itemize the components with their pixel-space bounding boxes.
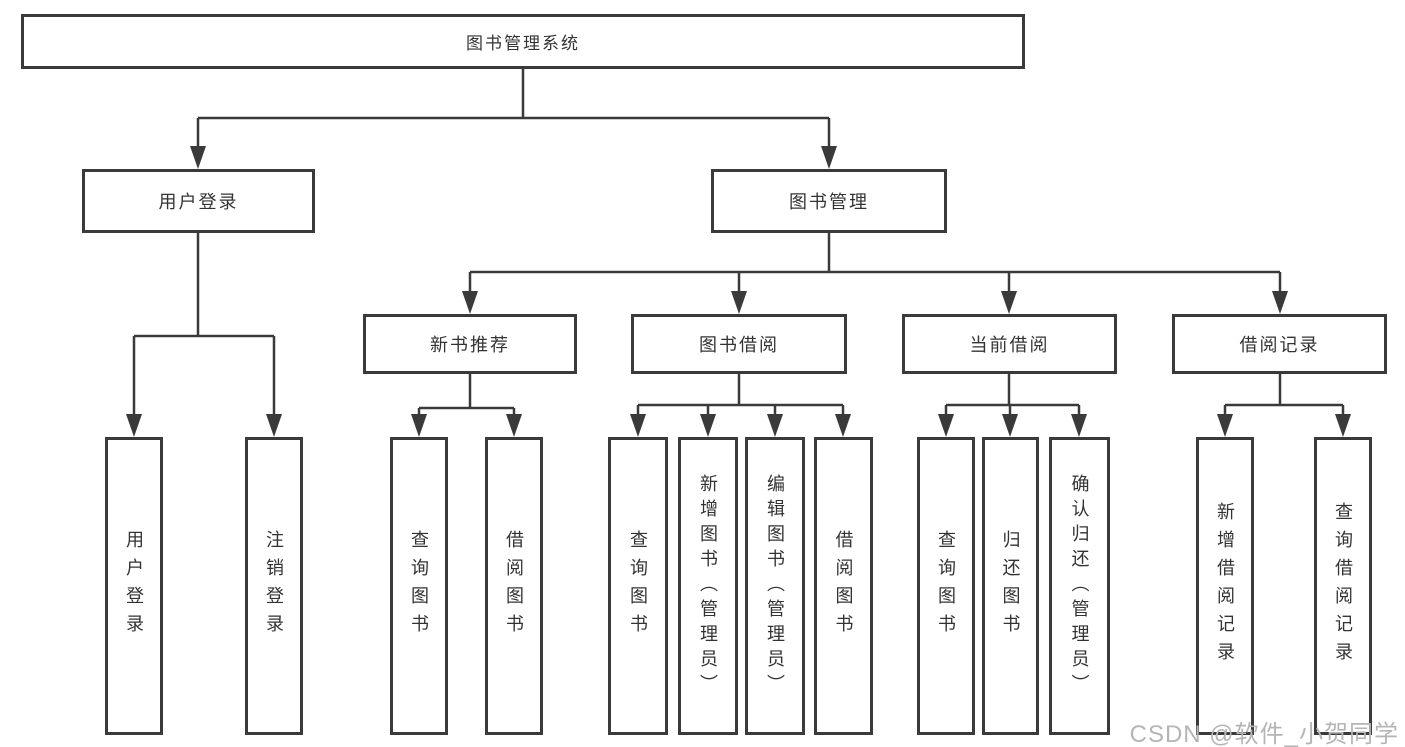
leaf-query-borrow-record: 查询借阅记录	[1314, 437, 1372, 735]
leaf-recommend-borrow-books-label: 借阅图书	[504, 530, 524, 642]
leaf-add-borrow-record-label: 新增借阅记录	[1215, 502, 1235, 670]
leaf-confirm-return-admin: 确认归还（管理员）	[1049, 437, 1110, 735]
node-book-management-label: 图书管理	[789, 192, 869, 212]
leaf-add-books-admin-label: 新增图书（管理员）	[698, 473, 718, 699]
leaf-borrow-query-books: 查询图书	[608, 437, 668, 735]
node-borrow-records: 借阅记录	[1172, 314, 1387, 374]
leaf-edit-books-admin: 编辑图书（管理员）	[745, 437, 805, 735]
node-book-borrow-label: 图书借阅	[699, 335, 779, 355]
leaf-user-login-label: 用户登录	[124, 530, 144, 642]
leaf-borrow-books-label: 借阅图书	[833, 530, 854, 642]
leaf-recommend-borrow-books: 借阅图书	[485, 437, 543, 735]
leaf-borrow-books: 借阅图书	[814, 437, 873, 735]
csdn-watermark: CSDN @软件_小贺同学	[1129, 721, 1399, 747]
node-user-login: 用户登录	[82, 169, 315, 233]
node-current-borrow: 当前借阅	[902, 314, 1117, 374]
leaf-user-login: 用户登录	[105, 437, 163, 735]
leaf-current-query-books: 查询图书	[917, 437, 975, 735]
leaf-query-borrow-record-label: 查询借阅记录	[1333, 502, 1353, 670]
leaf-logout: 注销登录	[245, 437, 303, 735]
node-new-book-recommend-label: 新书推荐	[430, 335, 510, 355]
node-root-system: 图书管理系统	[21, 14, 1025, 69]
node-new-book-recommend: 新书推荐	[363, 314, 577, 374]
leaf-borrow-query-books-label: 查询图书	[628, 530, 648, 642]
leaf-edit-books-admin-label: 编辑图书（管理员）	[765, 473, 785, 699]
leaf-current-query-books-label: 查询图书	[936, 530, 956, 642]
node-book-management: 图书管理	[711, 169, 947, 233]
leaf-return-books-label: 归还图书	[1000, 530, 1021, 642]
node-current-borrow-label: 当前借阅	[969, 335, 1050, 355]
leaf-logout-label: 注销登录	[264, 530, 284, 642]
node-borrow-records-label: 借阅记录	[1239, 335, 1320, 355]
leaf-confirm-return-admin-label: 确认归还（管理员）	[1069, 473, 1090, 699]
leaf-return-books: 归还图书	[982, 437, 1039, 735]
leaf-recommend-query-books: 查询图书	[390, 437, 448, 735]
node-root-label: 图书管理系统	[466, 34, 580, 53]
leaf-add-borrow-record: 新增借阅记录	[1196, 437, 1254, 735]
leaf-recommend-query-books-label: 查询图书	[409, 530, 429, 642]
node-book-borrow: 图书借阅	[631, 314, 847, 374]
leaf-add-books-admin: 新增图书（管理员）	[678, 437, 738, 735]
node-user-login-label: 用户登录	[158, 192, 239, 212]
